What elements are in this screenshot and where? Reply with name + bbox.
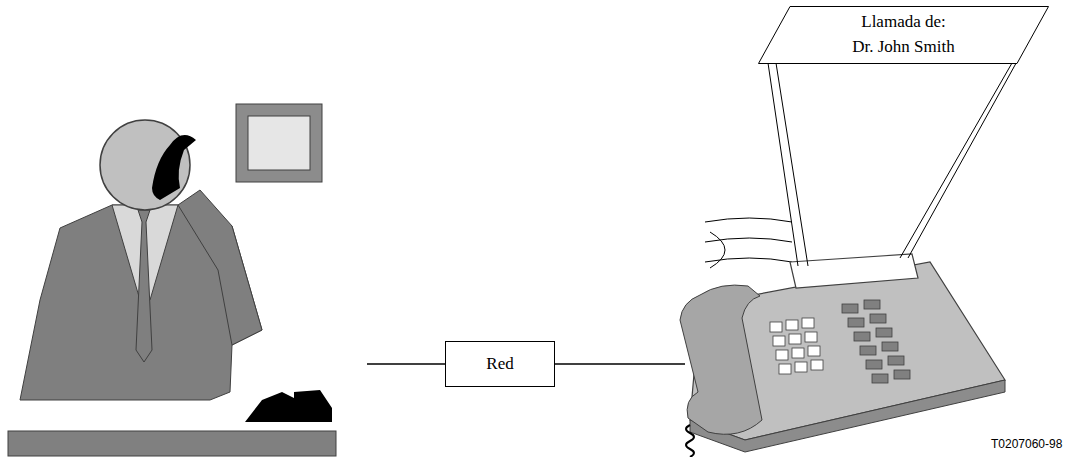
phone-handset xyxy=(680,285,762,434)
figure-number: T0207060-98 xyxy=(991,437,1062,451)
node-text: Dr. John Smith xyxy=(758,35,1049,60)
node-text: Llamada de: xyxy=(758,10,1049,35)
function-keys xyxy=(842,300,910,383)
monitor-screen xyxy=(248,116,310,170)
phone-cord xyxy=(686,425,694,457)
desk xyxy=(8,431,336,456)
phone-display xyxy=(790,254,918,288)
network-box: Red xyxy=(445,341,555,387)
ring-waves xyxy=(705,218,792,268)
desk-phone xyxy=(245,390,332,422)
display-callout: Llamada de:Dr. John Smith xyxy=(758,6,1049,64)
network-wire xyxy=(367,363,445,364)
person-arm xyxy=(178,190,262,345)
keypad xyxy=(770,318,823,374)
person-tie xyxy=(136,210,152,362)
handset xyxy=(152,135,196,200)
node-text: Red xyxy=(445,352,555,377)
monitor xyxy=(236,104,322,182)
network-wire xyxy=(555,363,685,364)
